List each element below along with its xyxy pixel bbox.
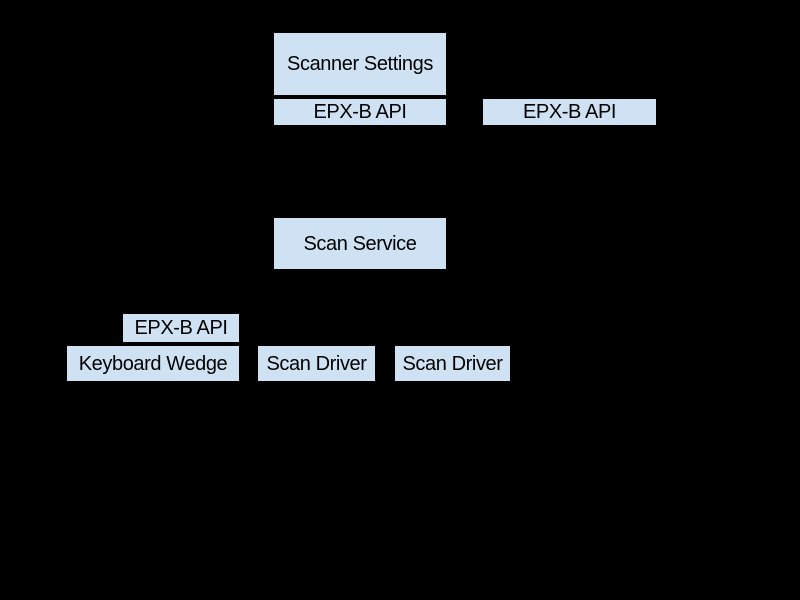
- node-scan-service-label: Scan Service: [303, 232, 417, 255]
- node-epxb-api-under-scanner-settings: EPX-B API: [273, 98, 447, 126]
- node-epxb-api-label: EPX-B API: [134, 317, 228, 339]
- node-scan-driver-label: Scan Driver: [402, 352, 503, 375]
- node-keyboard-wedge: Keyboard Wedge: [66, 345, 240, 382]
- node-epxb-api-top-right: EPX-B API: [482, 98, 657, 126]
- node-scan-service: Scan Service: [273, 217, 447, 270]
- node-keyboard-wedge-label: Keyboard Wedge: [78, 352, 228, 375]
- node-epxb-api-label: EPX-B API: [313, 101, 407, 123]
- node-scanner-settings: Scanner Settings: [273, 32, 447, 96]
- node-scanner-settings-label: Scanner Settings: [287, 53, 433, 75]
- node-epxb-api-label: EPX-B API: [522, 101, 617, 123]
- node-scan-driver-label: Scan Driver: [266, 352, 367, 375]
- node-epxb-api-above-keyboard-wedge: EPX-B API: [122, 313, 240, 343]
- node-scan-driver-1: Scan Driver: [257, 345, 376, 382]
- node-scan-driver-2: Scan Driver: [394, 345, 511, 382]
